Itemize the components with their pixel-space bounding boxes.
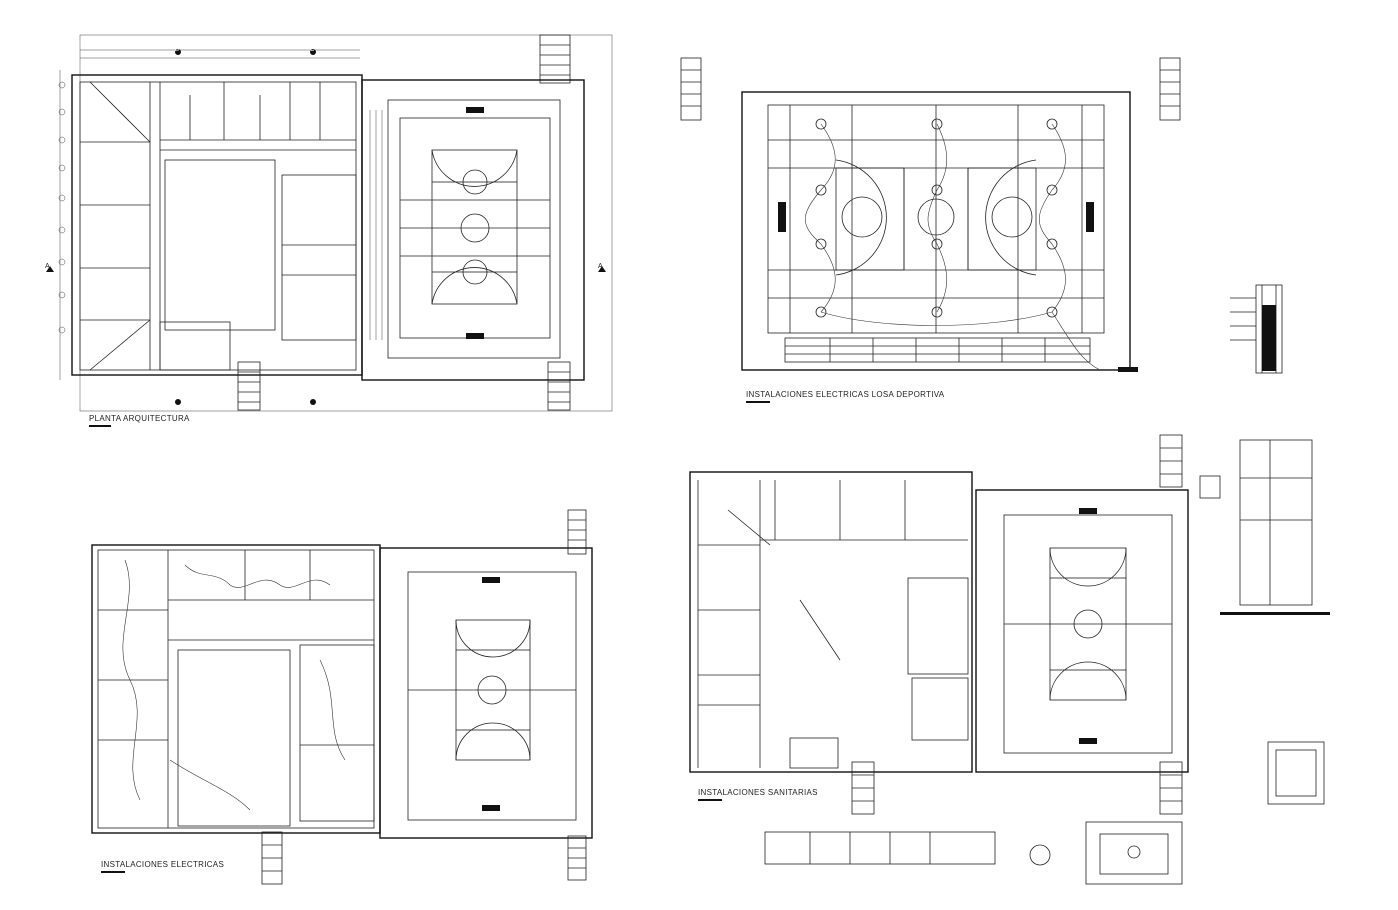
section-marker-b-top: B (175, 47, 180, 53)
caption-planta-arquitectura: PLANTA ARQUITECTURA (89, 414, 190, 423)
caption-underline (89, 425, 111, 427)
caption-underline (101, 871, 125, 873)
caption-instalaciones-sanitarias: INSTALACIONES SANITARIAS (698, 788, 818, 797)
instalaciones-sanitarias-plan (689, 434, 1330, 885)
losa-deportiva-electrical-plan (680, 57, 1283, 374)
section-marker-a-right: A (598, 263, 603, 270)
instalaciones-electricas-plan (91, 509, 593, 885)
caption-instalaciones-electricas: INSTALACIONES ELECTRICAS (101, 860, 225, 869)
caption-underline (698, 799, 722, 801)
section-marker-a-left: A (45, 263, 50, 270)
caption-losa-deportiva: INSTALACIONES ELECTRICAS LOSA DEPORTIVA (746, 390, 945, 399)
section-marker-c-top: C (310, 47, 315, 53)
caption-underline (746, 401, 770, 403)
planta-arquitectura-plan (46, 34, 613, 412)
